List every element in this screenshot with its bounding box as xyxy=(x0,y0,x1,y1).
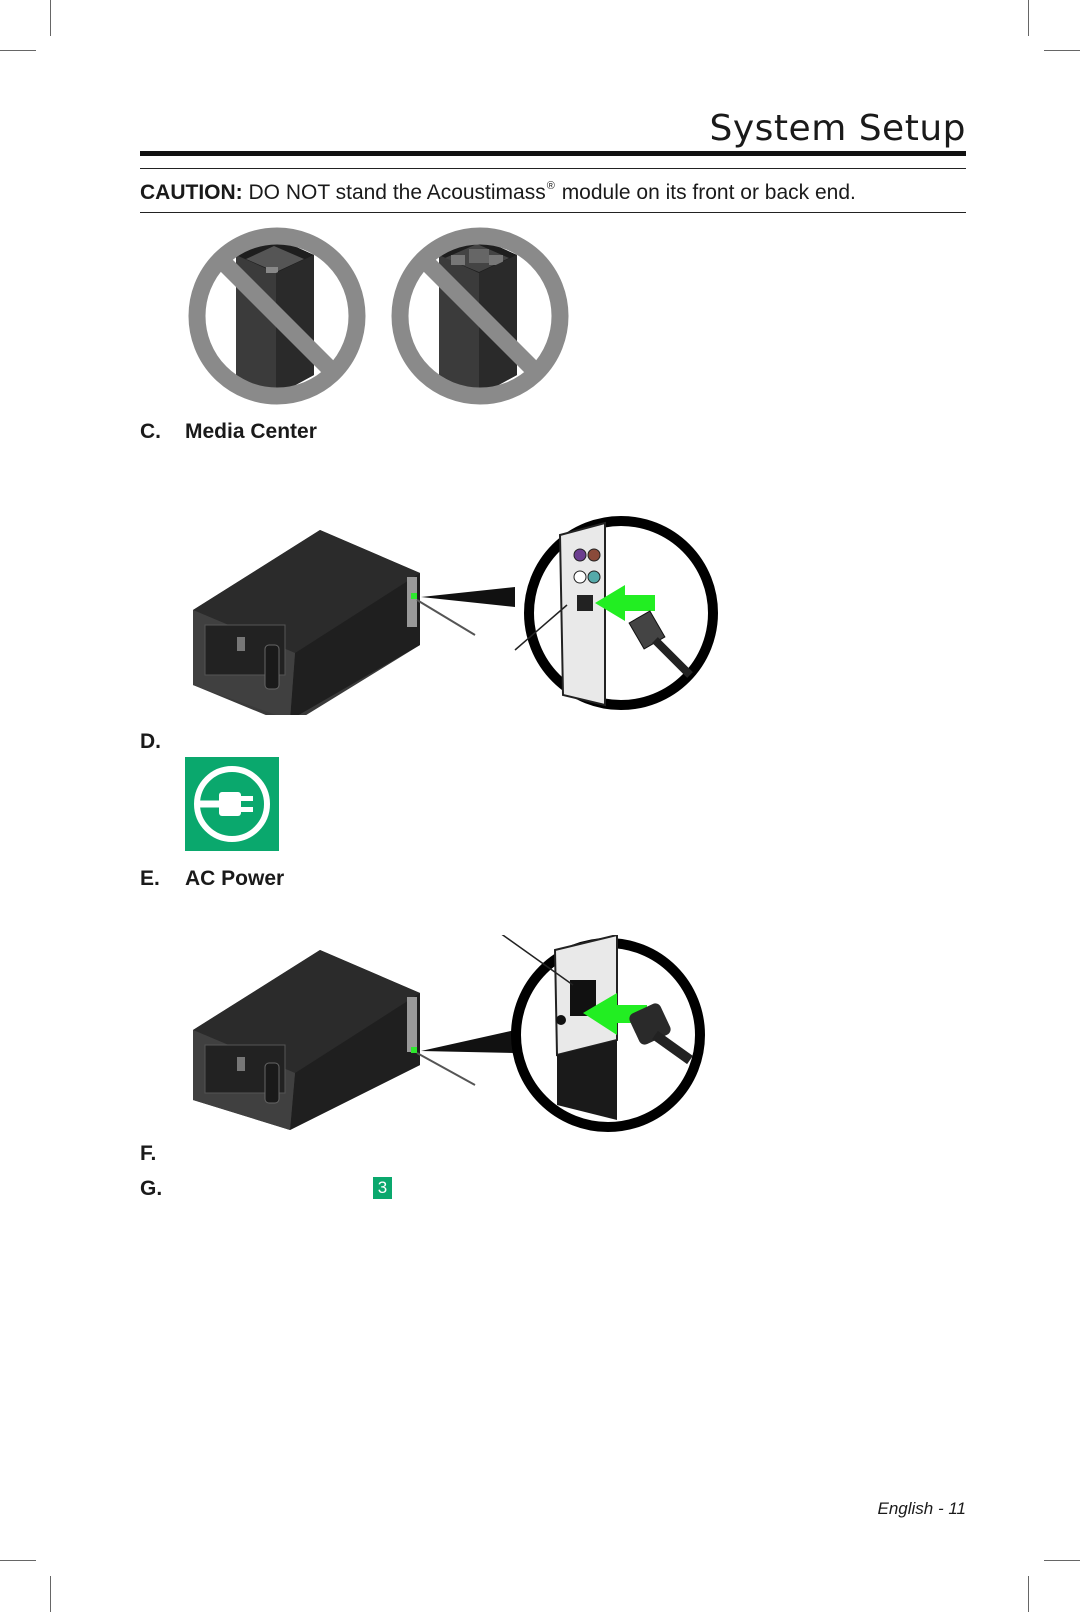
caution-note: CAUTION: DO NOT stand the Acoustimass® m… xyxy=(140,180,856,205)
prohibited-back-icon xyxy=(391,227,569,405)
crop-mark xyxy=(1028,1576,1029,1612)
caution-text: DO NOT stand the Acoustimass xyxy=(248,181,546,204)
step-letter: F. xyxy=(140,1142,157,1165)
step-label: AC Power xyxy=(185,867,285,890)
step-number-badge: 3 xyxy=(373,1177,392,1199)
page-title: System Setup xyxy=(709,108,966,149)
caution-top-rule xyxy=(140,168,966,169)
step-d: D. xyxy=(140,730,185,754)
ac-power-connection-illustration xyxy=(193,935,705,1132)
crop-mark xyxy=(1028,0,1029,36)
registered-mark: ® xyxy=(546,180,555,192)
step-g: G. xyxy=(140,1177,185,1201)
step-letter: C. xyxy=(140,420,161,443)
crop-mark xyxy=(0,50,36,51)
crop-mark xyxy=(50,1576,51,1612)
step-f: F. xyxy=(140,1142,185,1166)
caution-label: CAUTION: xyxy=(140,181,243,204)
step-label: Media Center xyxy=(185,420,317,443)
power-plug-icon xyxy=(185,757,279,851)
crop-mark xyxy=(50,0,51,36)
step-e: E. AC Power xyxy=(140,867,284,891)
prohibited-front-icon xyxy=(188,227,366,405)
step-letter: E. xyxy=(140,867,160,890)
media-center-connection-illustration xyxy=(193,516,718,715)
caution-bottom-rule xyxy=(140,212,966,213)
page-footer: English - 11 xyxy=(877,1499,966,1518)
step-c: C. Media Center xyxy=(140,420,317,444)
crop-mark xyxy=(0,1560,36,1561)
crop-mark xyxy=(1044,1560,1080,1561)
title-rule xyxy=(140,151,966,156)
step-letter: G. xyxy=(140,1177,163,1200)
caution-text-end: module on its front or back end. xyxy=(561,181,856,204)
crop-mark xyxy=(1044,50,1080,51)
step-letter: D. xyxy=(140,730,161,753)
